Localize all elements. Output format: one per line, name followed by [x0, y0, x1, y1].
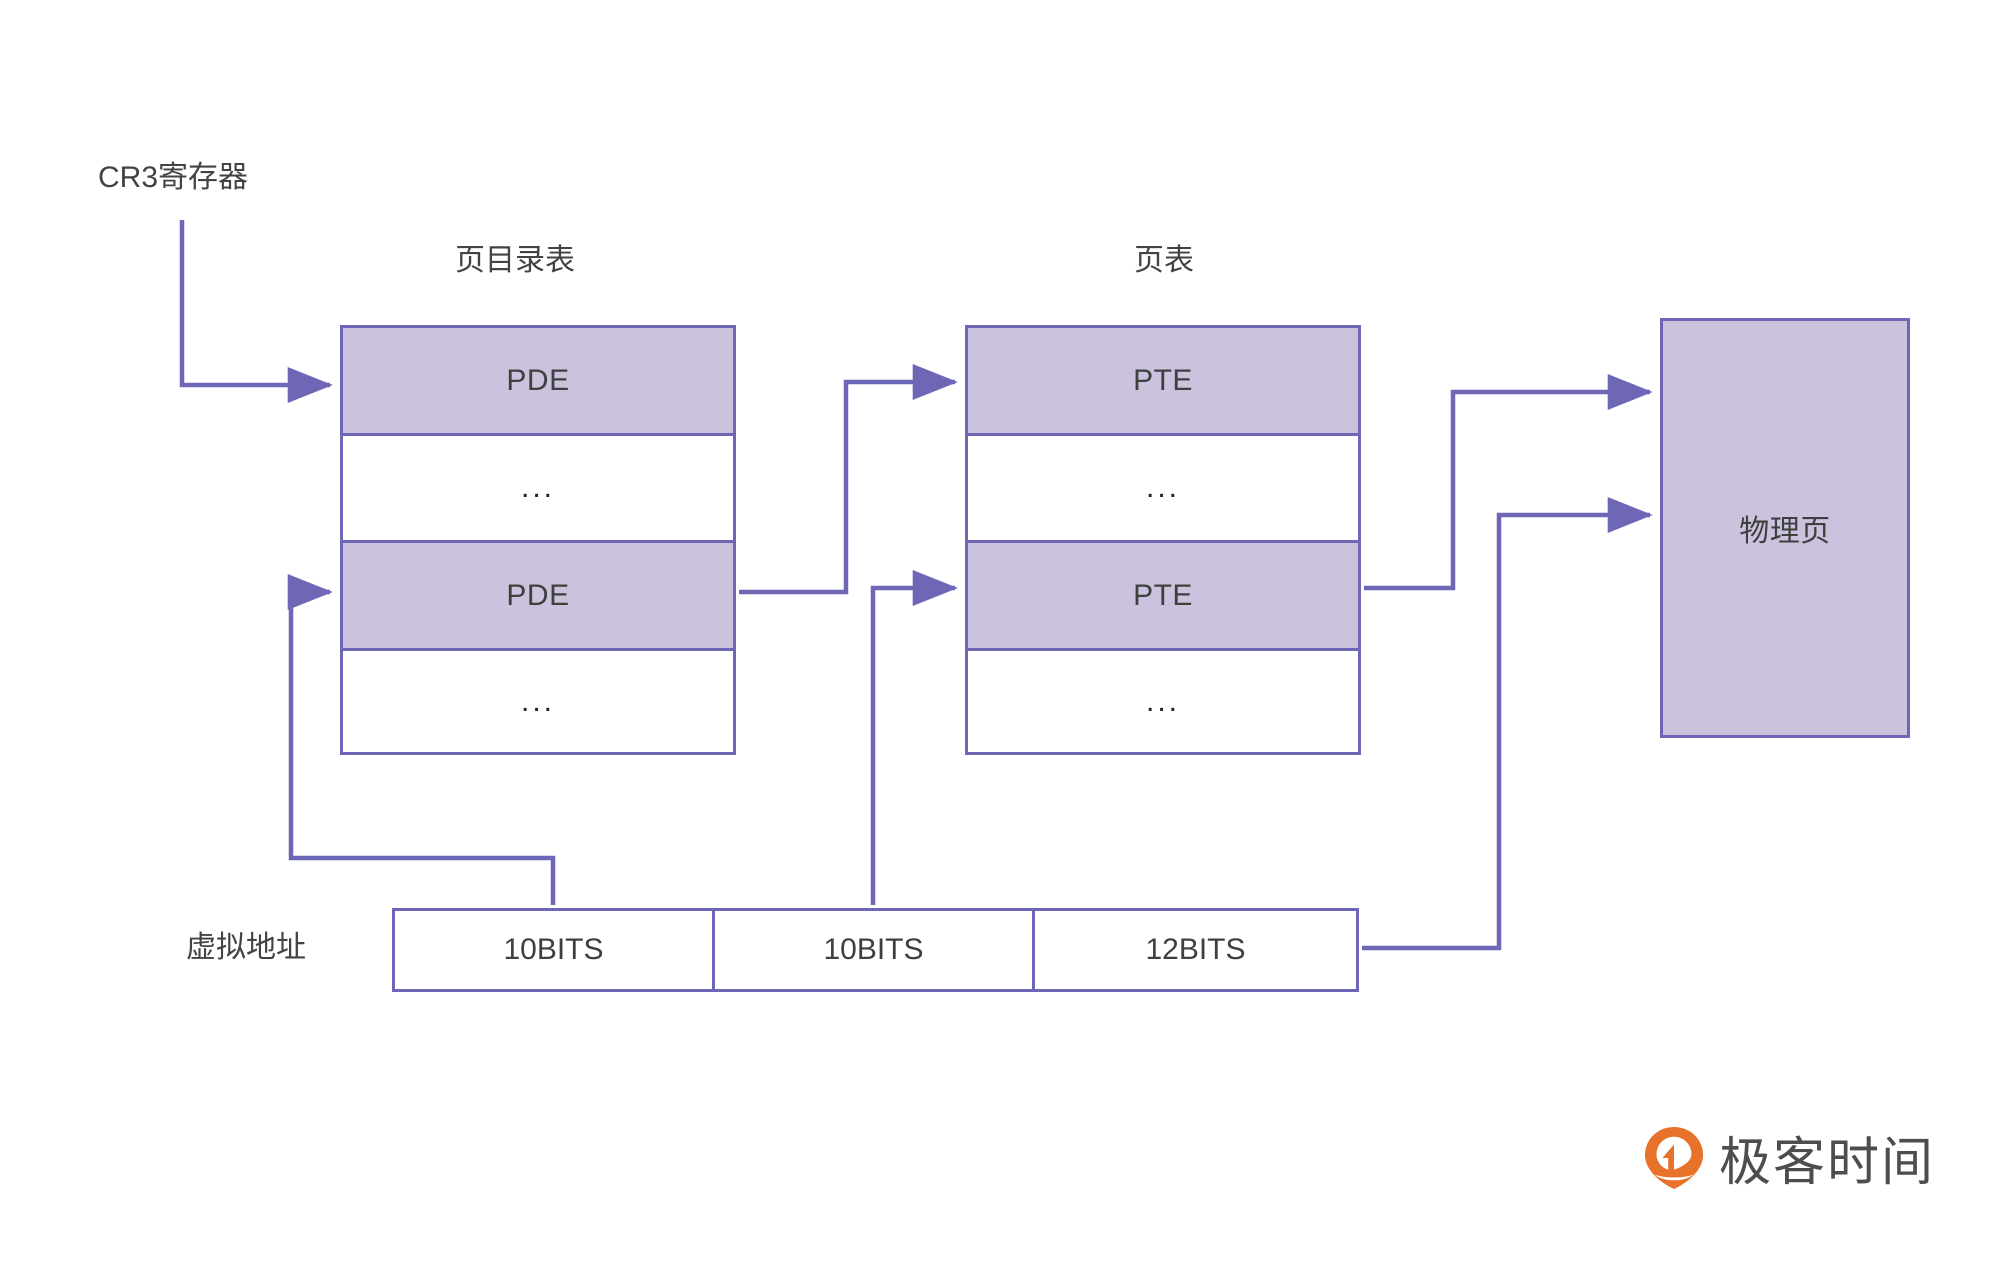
va-segment-label: 10BITS — [823, 933, 924, 966]
pt-row-pte-1: PTE — [968, 328, 1358, 436]
va-segment-dir-index: 10BITS — [395, 911, 715, 989]
va-segment-label: 12BITS — [1145, 933, 1246, 966]
page-directory-table-caption: 页目录表 — [455, 244, 575, 277]
virtual-address-bar: 10BITS 10BITS 12BITS — [392, 908, 1359, 992]
connector-va12-to-physpage — [1362, 497, 1653, 951]
pdt-row-label: PDE — [506, 578, 570, 612]
va-segment-label: 10BITS — [503, 933, 604, 966]
brand-logo: 极客时间 — [1643, 1120, 1935, 1195]
pt-row-label: ... — [1145, 471, 1180, 504]
page-table: PTE ... PTE ... — [965, 325, 1361, 755]
pdt-row-ellipsis-2: ... — [343, 651, 733, 752]
pdt-row-label: ... — [520, 471, 555, 504]
va-segment-table-index: 10BITS — [715, 911, 1035, 989]
page-directory-table: PDE ... PDE ... — [340, 325, 736, 755]
physical-page-box: 物理页 — [1660, 318, 1910, 738]
connector-va10b-to-pte2 — [870, 570, 958, 905]
page-table-caption: 页表 — [1134, 244, 1194, 277]
connector-pde2-to-pte1 — [739, 364, 958, 595]
virtual-address-label: 虚拟地址 — [186, 931, 306, 964]
connector-cr3-to-pde1 — [179, 220, 333, 403]
connector-pte2-to-physpage — [1364, 374, 1653, 591]
pdt-row-ellipsis-1: ... — [343, 436, 733, 543]
pdt-row-label: ... — [520, 684, 555, 718]
brand-wordmark: 极客时间 — [1719, 1134, 1936, 1192]
pt-row-label: ... — [1145, 684, 1180, 718]
pt-row-pte-2: PTE — [968, 543, 1358, 651]
physical-page-label: 物理页 — [1739, 515, 1831, 548]
pdt-row-pde-2: PDE — [343, 543, 733, 651]
pt-row-ellipsis-1: ... — [968, 436, 1358, 543]
pt-row-label: PTE — [1133, 363, 1193, 397]
pt-row-label: PTE — [1133, 578, 1193, 612]
geektime-pin-icon — [1644, 1126, 1704, 1189]
va-segment-page-offset: 12BITS — [1035, 911, 1356, 989]
pt-row-ellipsis-2: ... — [968, 651, 1358, 752]
pdt-row-label: PDE — [506, 363, 570, 397]
cr3-register-label: CR3寄存器 — [98, 161, 249, 194]
pdt-row-pde-1: PDE — [343, 328, 733, 436]
